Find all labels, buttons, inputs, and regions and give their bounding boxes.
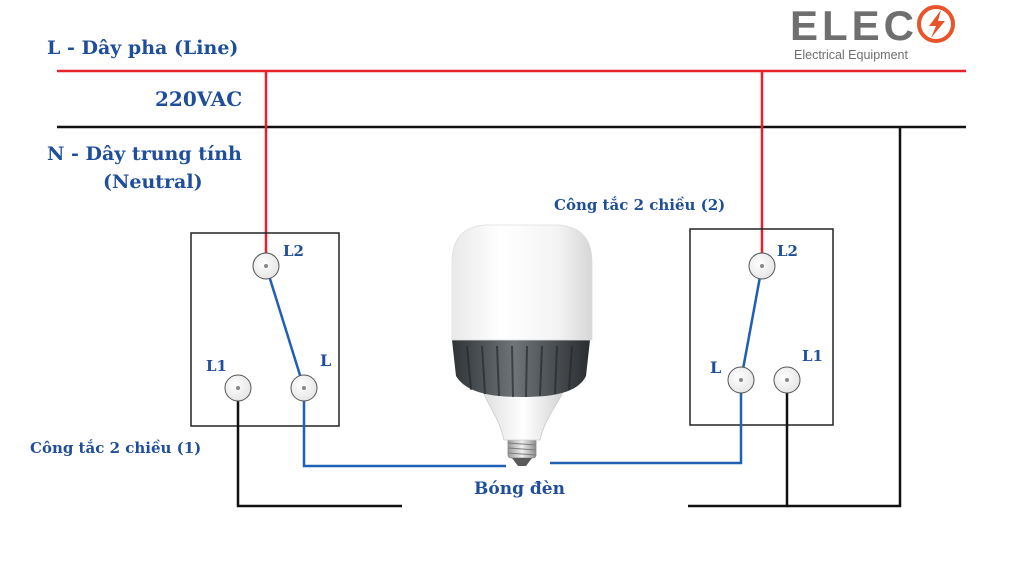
switch2-l2-label: L2 [777,242,798,260]
line-wire-label: L - Dây pha (Line) [47,37,238,59]
switch1-title: Công tắc 2 chiều (1) [30,439,201,457]
switch1-l2-label: L2 [283,242,304,260]
neutral-wire-sublabel: (Neutral) [103,171,203,193]
switch2-to-bulb-wire [550,380,743,465]
light-bulb-icon [451,224,593,466]
switch2-l1-wire [688,380,789,508]
logo-brand-text: ELEC [790,2,918,49]
voltage-label: 220VAC [155,87,242,111]
bulb-label: Bóng đèn [474,479,565,499]
switch2-lever [739,265,764,381]
neutral-wire-label: N - Dây trung tính [47,143,242,165]
lightning-bolt-icon [917,5,955,43]
switch1-to-bulb-wire [302,388,506,468]
switch1-terminal-l2 [252,252,280,280]
switch1-lever [264,265,306,389]
switch1-terminal-l1 [224,374,252,402]
switch1-l1-wire [236,388,402,508]
switch1-l1-label: L1 [206,357,227,375]
switch1-terminal-l [290,374,318,402]
logo-tagline: Electrical Equipment [794,48,908,62]
brand-logo: ELEC Electrical Equipment [790,2,955,62]
switch2-title: Công tắc 2 chiều (2) [554,196,725,214]
switch2-l1-label: L1 [802,347,823,365]
switch1-box [190,232,340,427]
switch2-box [689,228,834,426]
switch2-terminal-l [727,366,755,394]
neutral-return-wire [787,127,902,508]
switch2-terminal-l1 [773,366,801,394]
switch2-l-label: L [710,358,721,377]
switch2-terminal-l2 [748,252,776,280]
switch1-l-label: L [320,351,331,370]
